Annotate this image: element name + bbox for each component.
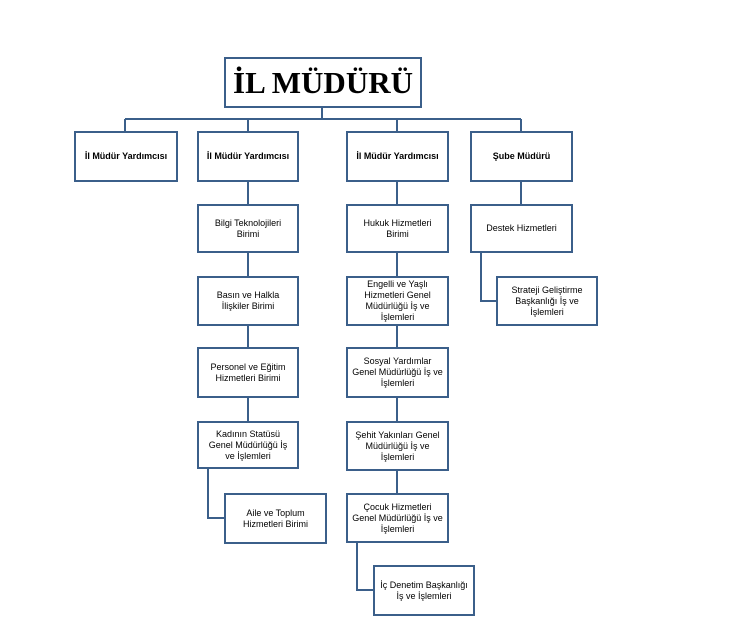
unit-internal-audit: İç Denetim Başkanlığı İş ve İşlemleri <box>373 565 475 616</box>
unit-martyr-relatives: Şehit Yakınları Genel Müdürlüğü İş ve İş… <box>346 421 449 471</box>
unit-label: Hukuk Hizmetleri Birimi <box>363 217 432 239</box>
deputy-label: İl Müdür Yardımcısı <box>84 151 168 161</box>
unit-label: İç Denetim Başkanlığı İş ve İşlemleri <box>380 579 468 601</box>
deputy-node-2: İl Müdür Yardımcısı <box>197 131 299 182</box>
branch-manager-label: Şube Müdürü <box>492 151 551 161</box>
unit-label: Destek Hizmetleri <box>486 223 557 233</box>
connector-c3-6 <box>356 543 373 591</box>
unit-label: Sosyal Yardımlar Genel Müdürlüğü İş ve İ… <box>352 356 443 388</box>
connector-c4-2 <box>480 253 496 302</box>
branch-manager-node: Şube Müdürü <box>470 131 573 182</box>
unit-label: Şehit Yakınları Genel Müdürlüğü İş ve İş… <box>355 429 440 462</box>
deputy-label: İl Müdür Yardımcısı <box>206 151 290 161</box>
unit-label: Çocuk Hizmetleri Genel Müdürlüğü İş ve İ… <box>352 501 443 534</box>
unit-strategy: Strateji Geliştirme Başkanlığı İş ve İşl… <box>496 276 598 326</box>
root-label: İL MÜDÜRÜ <box>233 64 413 100</box>
unit-support: Destek Hizmetleri <box>470 204 573 253</box>
root-node: İL MÜDÜRÜ <box>224 57 422 108</box>
unit-label: Aile ve Toplum Hizmetleri Birimi <box>243 507 308 529</box>
unit-label: Kadının Statüsü Genel Müdürlüğü İş ve İş… <box>208 428 288 461</box>
unit-personnel: Personel ve Eğitim Hizmetleri Birimi <box>197 347 299 398</box>
deputy-node-3: İl Müdür Yardımcısı <box>346 131 449 182</box>
unit-label: Bilgi Teknolojileri Birimi <box>214 217 282 239</box>
unit-child-services: Çocuk Hizmetleri Genel Müdürlüğü İş ve İ… <box>346 493 449 543</box>
unit-family: Aile ve Toplum Hizmetleri Birimi <box>224 493 327 544</box>
unit-social-aid: Sosyal Yardımlar Genel Müdürlüğü İş ve İ… <box>346 347 449 398</box>
unit-it: Bilgi Teknolojileri Birimi <box>197 204 299 253</box>
unit-press: Basın ve Halkla İlişkiler Birimi <box>197 276 299 326</box>
connector-c2-5 <box>207 469 224 519</box>
unit-legal: Hukuk Hizmetleri Birimi <box>346 204 449 253</box>
unit-label: Personel ve Eğitim Hizmetleri Birimi <box>210 361 286 383</box>
deputy-node-1: İl Müdür Yardımcısı <box>74 131 178 182</box>
unit-label: Strateji Geliştirme Başkanlığı İş ve İşl… <box>511 284 583 317</box>
unit-label: Engelli ve Yaşlı Hizmetleri Genel Müdürl… <box>364 279 431 322</box>
unit-label: Basın ve Halkla İlişkiler Birimi <box>216 290 280 311</box>
unit-disabled-elderly: Engelli ve Yaşlı Hizmetleri Genel Müdürl… <box>346 276 449 326</box>
deputy-label: İl Müdür Yardımcısı <box>356 151 439 161</box>
unit-women-status: Kadının Statüsü Genel Müdürlüğü İş ve İş… <box>197 421 299 469</box>
